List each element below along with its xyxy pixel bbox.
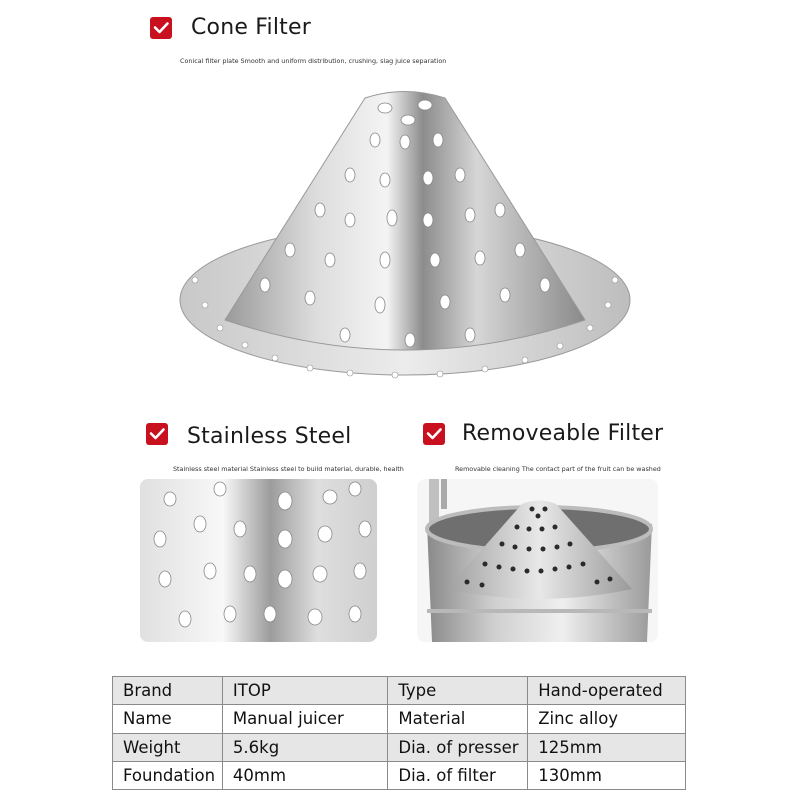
spec-label-weight: Weight bbox=[112, 732, 223, 762]
spec-value-brand: ITOP bbox=[221, 675, 389, 706]
checkmark-badge-icon bbox=[150, 17, 172, 39]
stainless-steel-caption: Stainless steel material Stainless steel… bbox=[173, 465, 404, 473]
spec-label-brand: Brand bbox=[112, 675, 223, 706]
spec-label-filter: Dia. of filter bbox=[387, 760, 529, 791]
spec-label-name: Name bbox=[112, 704, 223, 734]
spec-value-foundation: 40mm bbox=[221, 760, 389, 791]
stainless-steel-image bbox=[140, 479, 377, 642]
cone-filter-caption: Conical filter plate Smooth and uniform … bbox=[180, 57, 447, 65]
spec-label-material: Material bbox=[387, 704, 529, 734]
spec-label-foundation: Foundation bbox=[112, 760, 223, 791]
spec-label-presser: Dia. of presser bbox=[387, 732, 529, 762]
table-row: Weight 5.6kg Dia. of presser 125mm bbox=[112, 732, 686, 762]
removeable-filter-caption: Removable cleaning The contact part of t… bbox=[455, 465, 661, 473]
spec-value-name: Manual juicer bbox=[221, 704, 389, 734]
spec-value-filter: 130mm bbox=[527, 760, 686, 791]
spec-value-presser: 125mm bbox=[527, 732, 686, 762]
spec-value-type: Hand-operated bbox=[527, 675, 686, 706]
table-row: Name Manual juicer Material Zinc alloy bbox=[112, 704, 686, 734]
spec-value-weight: 5.6kg bbox=[221, 732, 389, 762]
cone-filter-image bbox=[170, 80, 640, 400]
removeable-filter-image bbox=[417, 479, 658, 642]
table-row: Foundation 40mm Dia. of filter 130mm bbox=[112, 760, 686, 791]
checkmark-badge-icon bbox=[423, 423, 445, 445]
spec-value-material: Zinc alloy bbox=[527, 704, 686, 734]
table-row: Brand ITOP Type Hand-operated bbox=[112, 675, 686, 706]
stainless-steel-title: Stainless Steel bbox=[187, 424, 352, 449]
checkmark-badge-icon bbox=[146, 423, 168, 445]
cone-filter-title: Cone Filter bbox=[191, 15, 311, 40]
spec-table: Brand ITOP Type Hand-operated Name Manua… bbox=[112, 675, 686, 791]
spec-label-type: Type bbox=[387, 675, 529, 706]
removeable-filter-title: Removeable Filter bbox=[462, 421, 664, 446]
